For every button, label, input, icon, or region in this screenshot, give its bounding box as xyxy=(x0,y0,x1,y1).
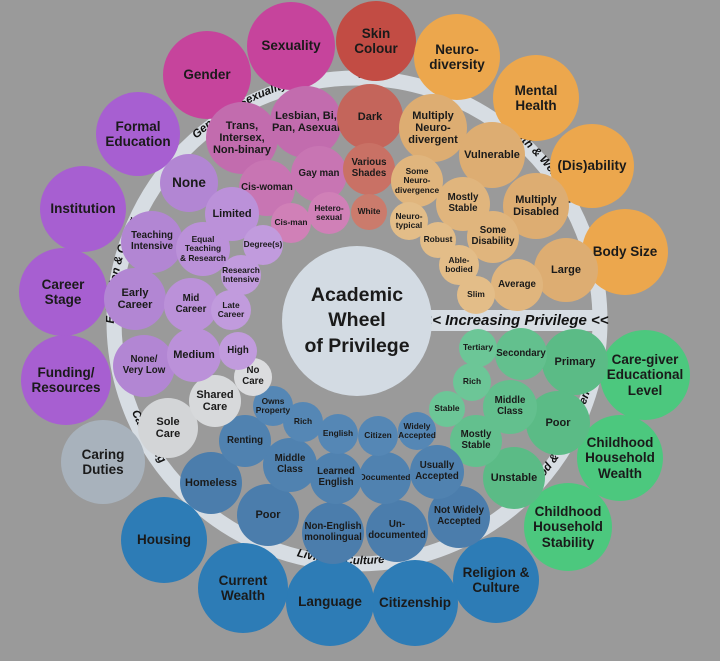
bubble-caring-duties: Caring Duties xyxy=(61,420,145,504)
bubble-mid-career: Mid Career xyxy=(164,278,218,332)
bubble-sexuality: Sexuality xyxy=(247,2,335,90)
bubble-neurodiversity: Neuro- diversity xyxy=(414,14,500,100)
bubble-multiply-disabled: Multiply Disabled xyxy=(503,173,569,239)
bubble-white: White xyxy=(351,194,387,230)
bubble-citizen: Citizen xyxy=(358,416,398,456)
bubble-non-english-monolingual: Non-English monolingual xyxy=(302,502,364,564)
bubble-teaching-intensive: Teaching Intensive xyxy=(121,211,183,273)
bubble-some-neurodivergence: Some Neuro- divergence xyxy=(391,155,443,207)
bubble-early-career: Early Career xyxy=(104,268,166,330)
bubble-dark: Dark xyxy=(337,84,403,150)
bubble-english: English xyxy=(318,414,358,454)
bubble-multiply-neurodivergent: Multiply Neuro- divergent xyxy=(399,94,467,162)
bubble-poor-childhood: Poor xyxy=(526,391,590,455)
bubble-undocumented: Un- documented xyxy=(366,500,428,562)
bubble-childhood-household-wealth: Childhood Household Wealth xyxy=(577,415,663,501)
bubble-not-widely-accepted: Not Widely Accepted xyxy=(428,486,490,548)
bubble-body-size: Body Size xyxy=(582,209,668,295)
bubble-heterosexual: Hetero- sexual xyxy=(308,192,350,234)
bubble-homeless: Homeless xyxy=(180,452,242,514)
bubble-neurotypical: Neuro- typical xyxy=(390,202,428,240)
bubble-religion-culture: Religion & Culture xyxy=(453,537,539,623)
bubble-widely-accepted: Widely Accepted xyxy=(398,412,436,450)
bubble-secondary: Secondary xyxy=(495,328,547,380)
bubble-lesbian-bi-pan-asexual: Lesbian, Bi, Pan, Asexual xyxy=(270,86,342,158)
bubble-language: Language xyxy=(286,558,374,646)
bubble-gender: Gender xyxy=(163,31,251,119)
bubble-skin-colour: Skin Colour xyxy=(336,1,416,81)
bubble-various-shades: Various Shades xyxy=(343,143,395,195)
bubble-shared-care: Shared Care xyxy=(189,375,241,427)
bubble-large: Large xyxy=(534,238,598,302)
bubble-no-care: No Care xyxy=(234,358,272,396)
bubble-high: High xyxy=(219,332,257,370)
bubble-sole-care: Sole Care xyxy=(138,398,198,458)
bubble-institution: Institution xyxy=(40,166,126,252)
bubble-average: Average xyxy=(491,259,543,311)
bubble-learned-english: Learned English xyxy=(310,452,362,504)
bubble-housing: Housing xyxy=(121,497,207,583)
bubble-gay-man: Gay man xyxy=(291,146,347,202)
bubble-primary: Primary xyxy=(542,329,608,395)
bubble-medium: Medium xyxy=(167,328,221,382)
wheel-title: Academic Wheel of Privilege xyxy=(282,246,432,396)
bubble-late-career: Late Career xyxy=(211,290,251,330)
privilege-arrow-label: << Increasing Privilege << xyxy=(423,312,608,329)
bubble-documented: Documented xyxy=(359,452,411,504)
bubble-tertiary: Tertiary xyxy=(459,329,497,367)
bubble-usually-accepted: Usually Accepted xyxy=(410,445,464,499)
bubble-none-very-low: None/ Very Low xyxy=(113,335,175,397)
bubble-stable-childhood: Stable xyxy=(429,391,465,427)
bubble-citizenship: Citizenship xyxy=(372,560,458,646)
bubble-slim: Slim xyxy=(457,276,495,314)
bubble-degrees: Degree(s) xyxy=(243,225,283,265)
bubble-caregiver-educational-level: Care-giver Educational Level xyxy=(600,330,690,420)
bubble-formal-education: Formal Education xyxy=(96,92,180,176)
bubble-funding-resources: Funding/ Resources xyxy=(21,335,111,425)
bubble-middle-class-current-wealth: Middle Class xyxy=(263,438,317,492)
bubble-career-stage: Career Stage xyxy=(19,248,107,336)
bubble-current-wealth: Current Wealth xyxy=(198,543,288,633)
bubble-childhood-household-stability: Childhood Household Stability xyxy=(524,483,612,571)
privilege-arrow-band xyxy=(424,310,607,331)
bubble-poor-current-wealth: Poor xyxy=(237,484,299,546)
bubble-rich-childhood: Rich xyxy=(453,363,491,401)
